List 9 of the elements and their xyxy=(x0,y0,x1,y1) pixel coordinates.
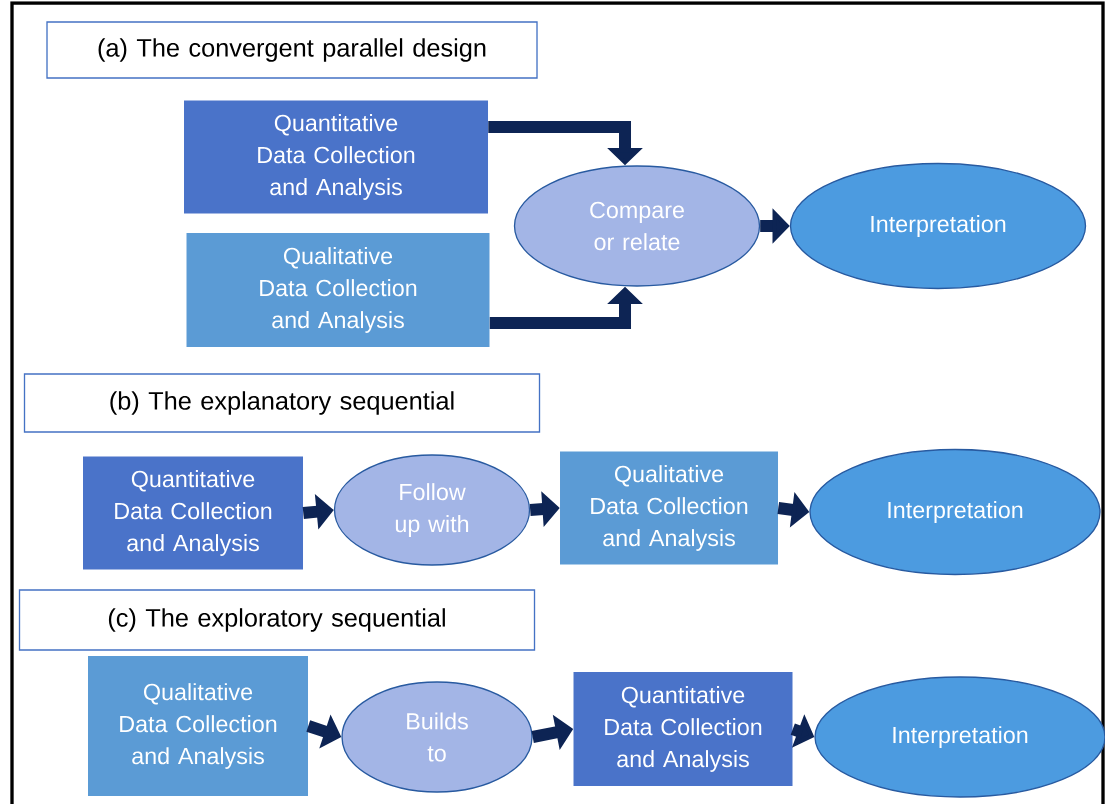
heading-box: (b) The explanatory sequential xyxy=(23,373,541,433)
process-box: Quantitative Data Collection and Analysis xyxy=(184,100,488,214)
process-box: Quantitative Data Collection and Analysis xyxy=(573,672,793,786)
heading-box: (a) The convergent parallel design xyxy=(46,21,538,79)
process-box: Qualitative Data Collection and Analysis xyxy=(186,233,490,347)
process-box: Qualitative Data Collection and Analysis xyxy=(560,451,778,565)
heading-box: (c) The exploratory sequential xyxy=(18,589,536,651)
process-box: Quantitative Data Collection and Analysis xyxy=(83,456,303,570)
process-box: Qualitative Data Collection and Analysis xyxy=(88,656,308,796)
